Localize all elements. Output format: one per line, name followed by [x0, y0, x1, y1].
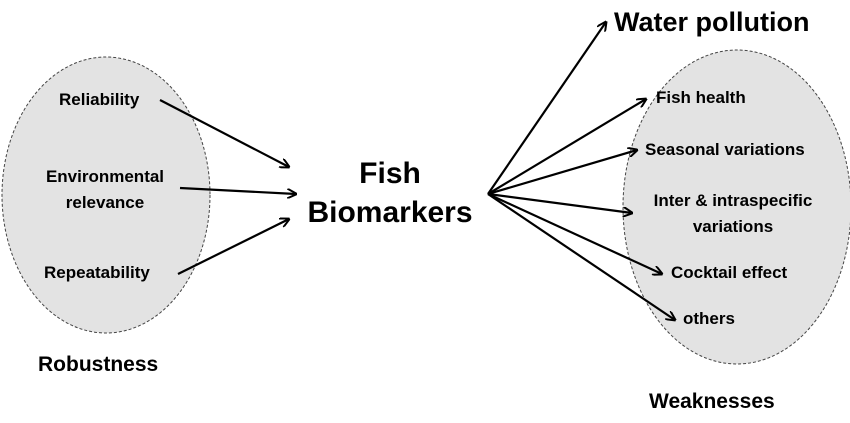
robustness-item-relevance: relevance [65, 193, 145, 212]
arrow-seasonal-variations [487, 150, 637, 196]
arrow-fish-health [487, 99, 646, 195]
weaknesses-group-label: Weaknesses [649, 390, 775, 413]
robustness-item-reliability: Reliability [59, 90, 140, 109]
robustness-item-repeatability: Repeatability [44, 263, 150, 282]
center-title-line2: Biomarkers [307, 196, 473, 229]
weaknesses-ellipse [622, 49, 850, 365]
arrow-repeatability [177, 219, 289, 275]
arrow-water-pollution [487, 22, 606, 195]
weakness-item-others: others [683, 309, 735, 328]
robustness-item-environmental: Environmental [45, 167, 165, 186]
weakness-outer-water-pollution: Water pollution [614, 7, 810, 37]
arrow-environmental-relevance [179, 186, 296, 194]
arrow-inter-intraspecific [487, 192, 632, 213]
weakness-item-fish-health: Fish health [656, 88, 746, 107]
weakness-item-seasonal-variations: Seasonal variations [645, 140, 805, 159]
robustness-ellipse [1, 56, 211, 334]
center-title-line1: Fish [359, 157, 421, 190]
arrow-cocktail-effect [487, 193, 662, 274]
weakness-item-variations: variations [692, 217, 774, 236]
weakness-item-inter-intraspecific: Inter & intraspecific [653, 191, 813, 210]
arrow-reliability [159, 99, 289, 167]
arrow-others [487, 193, 675, 320]
weakness-item-cocktail-effect: Cocktail effect [671, 263, 788, 282]
robustness-group-label: Robustness [38, 353, 159, 376]
